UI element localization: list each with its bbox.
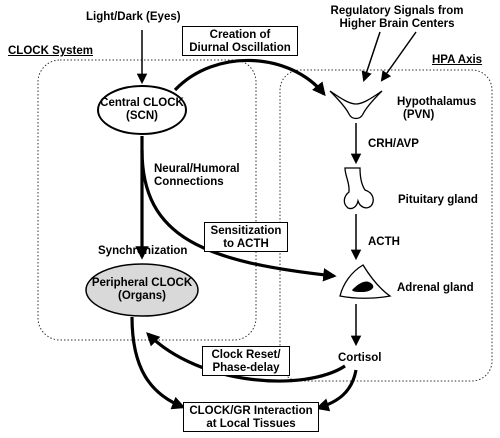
central-clock-line-2: (SCN)	[126, 110, 158, 122]
clock-system-region	[37, 59, 257, 341]
hypothalamus-label: Hypothalamus (PVN)	[397, 96, 476, 122]
clock-reset-line-2: Phase-delay	[212, 362, 280, 374]
regulatory-line-1: Regulatory Signals from	[330, 5, 464, 17]
pituitary-shape	[343, 167, 374, 210]
hypothalamus-line-1: Hypothalamus	[397, 96, 477, 108]
regulatory-signals-label: Regulatory Signals from Higher Brain Cen…	[322, 5, 472, 31]
diurnal-line-2: Diurnal Oscillation	[189, 42, 291, 54]
clock-reset-arrow	[146, 332, 346, 383]
sensitization-line-1: Sensitization	[210, 225, 282, 237]
adrenal-medulla-shape	[352, 281, 374, 292]
peripheral-clock-line-1: Peripheral CLOCK	[91, 277, 193, 289]
pituitary-label: Pituitary gland	[398, 194, 478, 206]
acth-label: ACTH	[368, 236, 400, 248]
peripheral-clock-label: Peripheral CLOCK (Organs)	[86, 277, 198, 303]
central-clock-node	[97, 85, 187, 135]
cortisol-label: Cortisol	[338, 352, 382, 364]
synchronization-label: Synchronization	[98, 245, 188, 257]
diurnal-oscillation-box: Creation of Diurnal Oscillation	[182, 26, 298, 56]
clock-system-title: CLOCK System	[8, 45, 93, 57]
hpa-axis-title: HPA Axis	[432, 54, 483, 66]
central-clock-label: Central CLOCK (SCN)	[98, 97, 186, 123]
interaction-line-1: CLOCK/GR Interaction	[189, 405, 313, 417]
regulatory-arrow-1	[361, 31, 381, 82]
light-dark-label: Light/Dark (Eyes)	[86, 11, 181, 23]
central-clock-line-1: Central CLOCK	[100, 97, 184, 109]
diurnal-line-1: Creation of	[209, 29, 271, 41]
sensitization-line-2: to ACTH	[223, 238, 269, 250]
sensitization-arrow	[140, 149, 337, 282]
peripheral-clock-line-2: (Organs)	[118, 290, 166, 302]
peripheral-to-interaction-arrow	[130, 316, 186, 410]
clock-gr-interaction-box: CLOCK/GR Interaction at Local Tissues	[183, 402, 319, 432]
neural-line-1: Neural/Humoral	[154, 163, 240, 175]
hypothalamus-line-2: (PVN)	[403, 109, 435, 121]
peripheral-clock-node	[85, 263, 199, 317]
clock-reset-box: Clock Reset/ Phase-delay	[202, 346, 290, 376]
clock-reset-line-1: Clock Reset/	[211, 349, 281, 361]
neural-line-2: Connections	[154, 176, 224, 188]
interaction-line-2: at Local Tissues	[206, 418, 296, 430]
crh-avp-label: CRH/AVP	[368, 138, 419, 150]
adrenal-label: Adrenal gland	[397, 282, 474, 294]
sensitization-box: Sensitization to ACTH	[204, 222, 288, 252]
hypothalamus-shape	[329, 90, 383, 120]
regulatory-arrow-2	[380, 31, 417, 82]
diurnal-arrow	[173, 58, 326, 97]
regulatory-line-2: Higher Brain Centers	[339, 18, 455, 30]
neural-humoral-label: Neural/Humoral Connections	[154, 163, 240, 189]
cortisol-to-interaction-arrow	[315, 369, 358, 412]
